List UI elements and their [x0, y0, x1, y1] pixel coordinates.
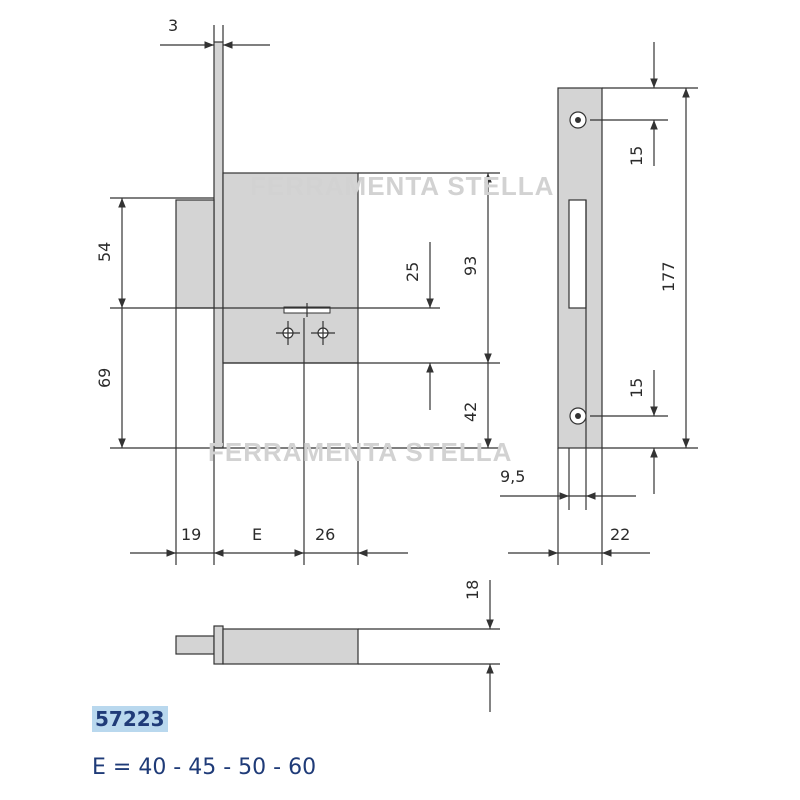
screw-hole-left: [276, 321, 300, 345]
dim-label-3: 3: [168, 16, 178, 35]
dim-bottom-horizontal: 19 E 26: [130, 525, 408, 557]
dim-label-69: 69: [95, 368, 114, 388]
screw-hole-right: [311, 321, 335, 345]
top-view-latch: [175, 635, 215, 655]
watermark-top: FERRAMENTA STELLA: [250, 171, 554, 201]
e-values-list: E = 40 - 45 - 50 - 60: [92, 755, 317, 780]
lock-body-side-view: [175, 41, 359, 449]
dim-strike-9-5: 9,5: [500, 467, 636, 500]
strike-plate-opening: [568, 199, 587, 309]
dim-label-25: 25: [403, 262, 422, 282]
dim-label-18: 18: [463, 580, 482, 600]
top-view-faceplate: [213, 625, 224, 665]
dim-label-54: 54: [95, 242, 114, 262]
dim-label-19: 19: [181, 525, 201, 544]
dim-label-22: 22: [610, 525, 630, 544]
dim-faceplate-thickness: 3: [160, 16, 270, 49]
dim-strike-22: 22: [508, 525, 650, 557]
dim-vertical-left: 54 69: [95, 198, 126, 448]
dim-label-26: 26: [315, 525, 335, 544]
dim-label-9-5: 9,5: [500, 467, 525, 486]
lock-top-view: [175, 625, 500, 665]
dim-label-42: 42: [461, 402, 480, 422]
dim-strike-15-bottom: 15: [627, 370, 658, 494]
dim-label-177: 177: [659, 261, 678, 292]
dim-vertical-right: 93 42: [461, 173, 492, 448]
dim-strike-177: 177: [659, 88, 690, 448]
strike-screw-top: [569, 111, 587, 129]
latch-block: [175, 199, 215, 309]
strike-screw-bottom: [569, 407, 587, 425]
top-view-case: [222, 628, 359, 665]
dim-label-15-top: 15: [627, 146, 646, 166]
strike-reference-lines: [557, 87, 698, 565]
product-code: 57223: [92, 706, 168, 732]
dim-offset-25: 25: [403, 242, 434, 410]
reference-lines: [110, 25, 500, 565]
strike-plate: [557, 87, 603, 449]
faceplate: [213, 41, 224, 449]
dim-label-15-bottom: 15: [627, 378, 646, 398]
dim-strike-15-top: 15: [627, 42, 658, 166]
watermark-bottom: FERRAMENTA STELLA: [208, 437, 512, 467]
dim-thickness-18: 18: [463, 580, 494, 712]
dim-label-e: E: [252, 525, 262, 544]
dim-label-93: 93: [461, 256, 480, 276]
